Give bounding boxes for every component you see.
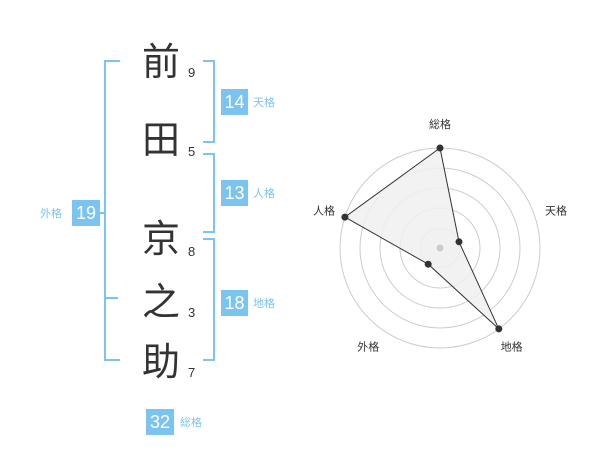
gaikaku-badge: 19	[72, 200, 100, 226]
radar-axis-label-5: 人格	[313, 203, 335, 217]
chikaku-label: 地格	[253, 297, 275, 310]
tenkaku-bracket	[203, 60, 215, 143]
gaikaku-bracket	[104, 60, 120, 361]
name-char-5: 助	[141, 340, 180, 384]
name-char-2: 田	[141, 118, 180, 162]
radar-point-5	[341, 213, 349, 221]
tenkaku-badge: 14	[221, 89, 248, 115]
jinkaku-badge: 13	[221, 180, 248, 206]
gaikaku-bracket-stub	[99, 212, 104, 214]
radar-point-3	[495, 325, 503, 333]
stroke-count-3: 8	[188, 244, 196, 259]
soukaku-label: 総格	[180, 416, 202, 429]
stroke-count-1: 9	[188, 65, 196, 80]
radar-center-dot	[436, 244, 444, 252]
gaikaku-label: 外格	[40, 207, 62, 220]
chikaku-badge: 18	[221, 290, 248, 316]
chikaku-bracket	[203, 238, 215, 361]
radar-axis-label-3: 地格	[501, 340, 523, 354]
radar-point-2	[455, 238, 463, 246]
jinkaku-bracket	[203, 153, 215, 233]
radar-point-1	[436, 144, 444, 152]
name-char-1: 前	[141, 40, 180, 84]
jinkaku-label: 人格	[253, 187, 275, 200]
stroke-count-4: 3	[188, 305, 196, 320]
stroke-count-2: 5	[188, 144, 196, 159]
name-char-3: 京	[141, 217, 180, 261]
name-char-4: 之	[141, 280, 180, 324]
soukaku-badge: 32	[146, 409, 174, 435]
stroke-count-5: 7	[188, 365, 196, 380]
radar-axis-label-2: 天格	[545, 203, 567, 217]
radar-area	[343, 147, 500, 330]
radar-axis-label-4: 外格	[357, 340, 379, 354]
gaikaku-bracket-split	[104, 297, 118, 299]
tenkaku-label: 天格	[253, 96, 275, 109]
radar-axis-label-1: 総格	[429, 117, 451, 131]
radar-point-4	[424, 260, 432, 268]
